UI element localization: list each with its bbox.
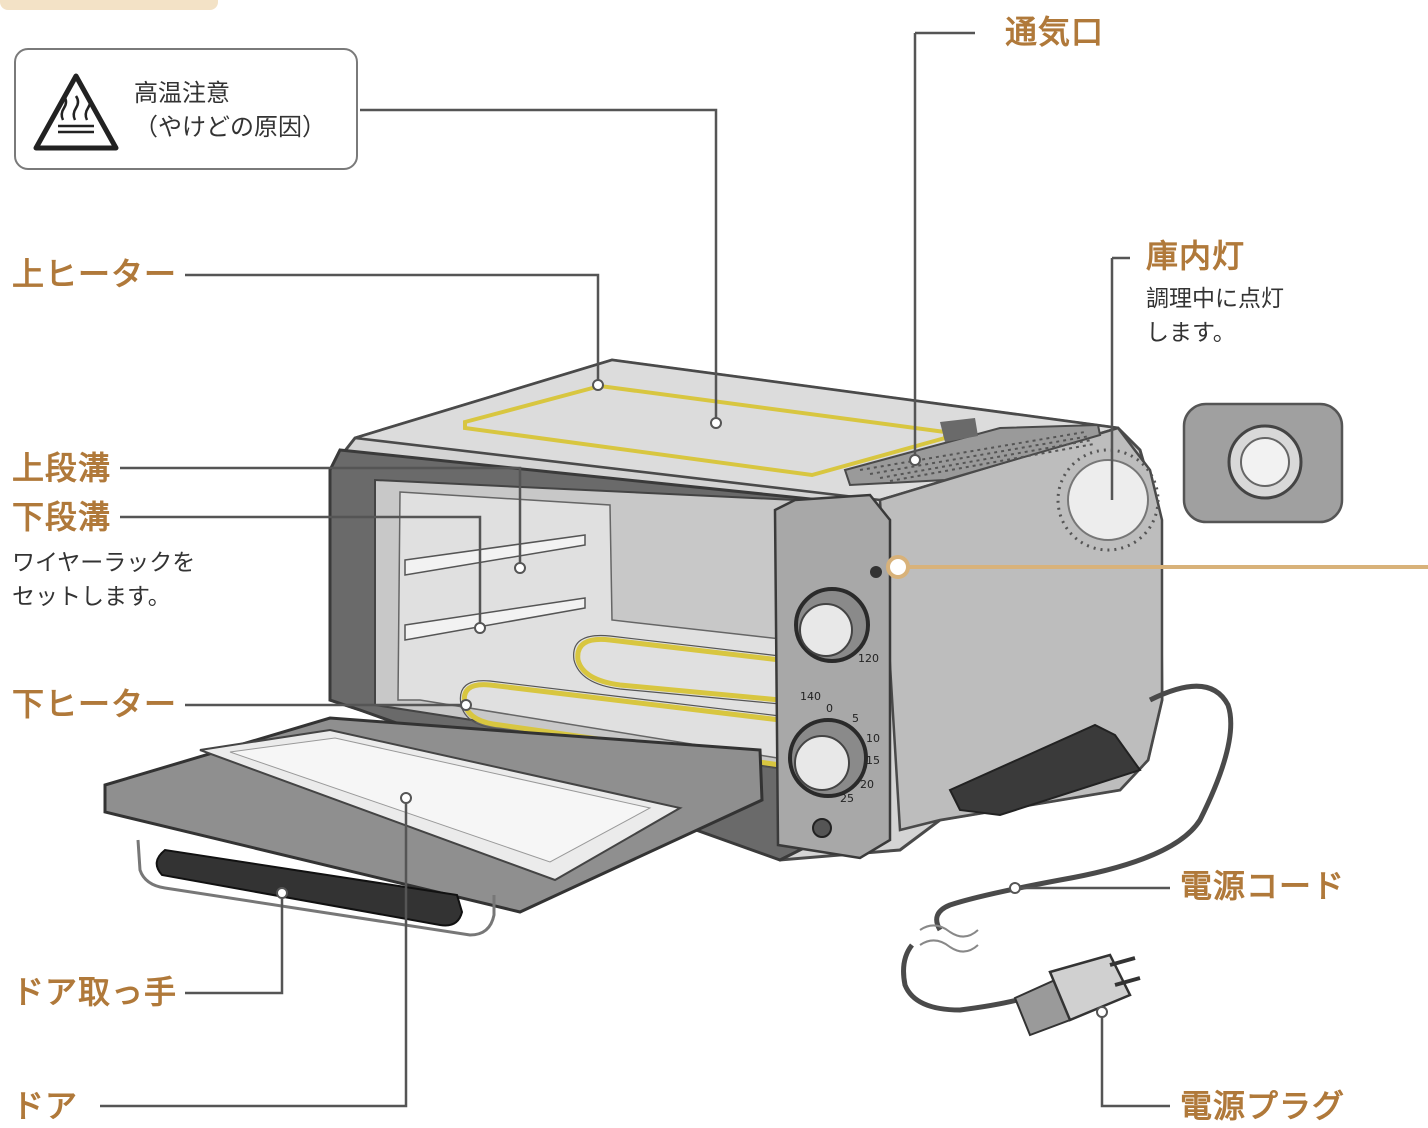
warning-text: 高温注意 （やけどの原因） bbox=[134, 76, 326, 144]
leader-top-heater bbox=[185, 273, 600, 385]
hot-surface-warning-icon bbox=[33, 73, 119, 151]
groove-note-2: セットします。 bbox=[12, 584, 171, 610]
temp-mark-120: 120 bbox=[858, 652, 879, 665]
timer-mark-15: 15 bbox=[866, 754, 880, 767]
vent-grille bbox=[843, 418, 1102, 487]
timer-mark-25: 25 bbox=[840, 792, 854, 805]
control-panel bbox=[773, 493, 892, 860]
top-tab bbox=[0, 0, 218, 10]
label-lower-groove: 下段溝 bbox=[12, 498, 112, 536]
label-door: ドア bbox=[12, 1087, 79, 1125]
warning-line-2: （やけどの原因） bbox=[134, 113, 326, 141]
warning-box: 高温注意 （やけどの原因） bbox=[14, 48, 358, 170]
label-power-plug: 電源プラグ bbox=[1180, 1087, 1346, 1125]
label-top-heater: 上ヒーター bbox=[12, 255, 178, 293]
temp-mark-140: 140 bbox=[800, 690, 821, 703]
label-interior-light: 庫内灯 bbox=[1146, 237, 1246, 275]
power-plug bbox=[1013, 953, 1141, 1037]
leader-lines bbox=[100, 31, 1170, 1108]
upper-groove-rail bbox=[404, 534, 586, 576]
oven-base-foot bbox=[948, 723, 1142, 817]
label-door-handle: ドア取っ手 bbox=[12, 973, 178, 1011]
timer-mark-5: 5 bbox=[852, 712, 859, 725]
leader-power-plug bbox=[1100, 1012, 1170, 1108]
interior-light-note-2: します。 bbox=[1146, 320, 1236, 346]
leader-door-handle bbox=[185, 893, 284, 995]
leader-warning bbox=[360, 108, 718, 422]
leader-lower-groove bbox=[120, 515, 482, 628]
label-power-cord: 電源コード bbox=[1180, 867, 1346, 905]
timer-mark-20: 20 bbox=[860, 778, 874, 791]
power-lamp bbox=[812, 818, 832, 838]
interior-light-lens bbox=[1067, 459, 1149, 541]
leader-door bbox=[100, 798, 408, 1108]
label-vent: 通気口 bbox=[1005, 13, 1105, 51]
timer-mark-10: 10 bbox=[866, 732, 880, 745]
warning-line-1: 高温注意 bbox=[134, 79, 230, 107]
lower-groove-rail bbox=[404, 597, 586, 641]
timer-mark-0: 0 bbox=[826, 702, 833, 715]
label-bottom-heater: 下ヒーター bbox=[12, 685, 178, 723]
interior-light-note-1: 調理中に点灯 bbox=[1146, 286, 1284, 312]
power-cord bbox=[934, 683, 1234, 932]
groove-note-1: ワイヤーラックを bbox=[12, 550, 196, 576]
leader-upper-groove bbox=[120, 466, 522, 568]
label-upper-groove: 上段溝 bbox=[12, 449, 112, 487]
door-handle bbox=[155, 848, 464, 927]
